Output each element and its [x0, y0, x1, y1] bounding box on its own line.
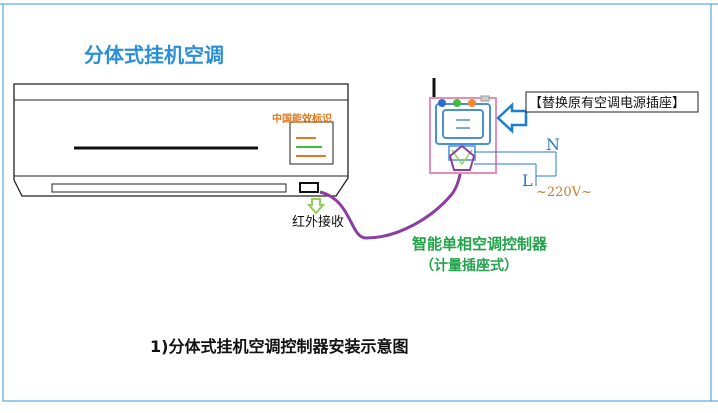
device-name: 智能单相空调控制器 — [412, 235, 548, 253]
smart-controller — [429, 78, 497, 174]
controller-face — [442, 109, 484, 139]
indicator-blue-icon — [438, 99, 446, 107]
callout-arrow-icon — [496, 102, 528, 134]
diagram-title: 分体式挂机空调 — [84, 43, 224, 67]
indicator-green-icon — [453, 99, 461, 107]
live-label: L — [522, 171, 533, 190]
callout-text: 【替换原有空调电源插座】 — [529, 96, 685, 111]
device-subtitle: （计量插座式） — [420, 257, 518, 274]
callout-box — [525, 91, 699, 113]
ir-pointer-arrow — [306, 198, 326, 215]
cable-entry-pentagon — [448, 144, 476, 171]
energy-label-box — [289, 121, 334, 165]
neutral-label: N — [546, 135, 560, 154]
indicator-orange-icon — [468, 99, 476, 107]
plug-pins — [451, 149, 473, 166]
voltage-label: ~220V~ — [536, 185, 592, 200]
energy-label-text: 中国能效标识 — [272, 112, 332, 125]
ac-body — [13, 83, 349, 197]
air-conditioner-unit — [13, 83, 349, 197]
figure-caption: 1)分体式挂机空调控制器安装示意图 — [150, 337, 408, 356]
ir-receiver-window — [299, 182, 319, 193]
ac-air-outlet — [51, 183, 287, 193]
ir-cable — [319, 167, 463, 240]
diagram-frame — [2, 3, 712, 402]
controller-tab — [480, 95, 490, 102]
ir-receiver-label: 红外接收 — [292, 214, 344, 230]
